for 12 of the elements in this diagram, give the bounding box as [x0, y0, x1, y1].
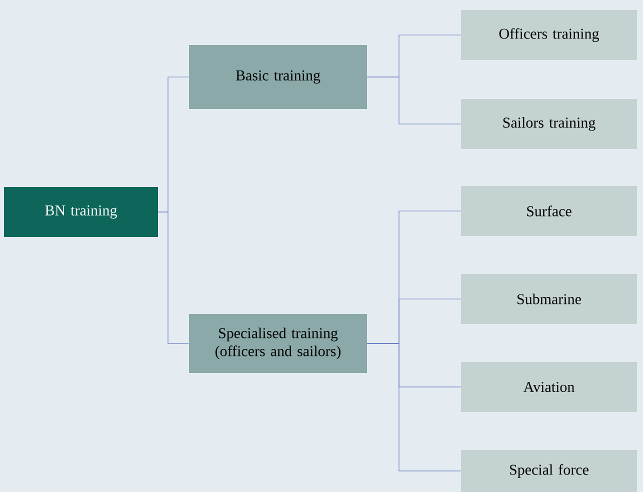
- root-box: BN training: [4, 187, 158, 237]
- leaf-box: Special force: [461, 450, 637, 492]
- leaf-box: Submarine: [461, 274, 637, 324]
- category-box: Specialised training (officers and sailors): [189, 314, 367, 373]
- category-box: Basic training: [189, 45, 367, 109]
- connector: [366, 76, 462, 124]
- leaf-box: Surface: [461, 186, 637, 236]
- connector: [366, 343, 462, 472]
- leaf-box: Officers training: [461, 10, 637, 60]
- leaf-box: Sailors training: [461, 99, 637, 149]
- connector: [158, 212, 190, 344]
- leaf-box: Aviation: [461, 362, 637, 412]
